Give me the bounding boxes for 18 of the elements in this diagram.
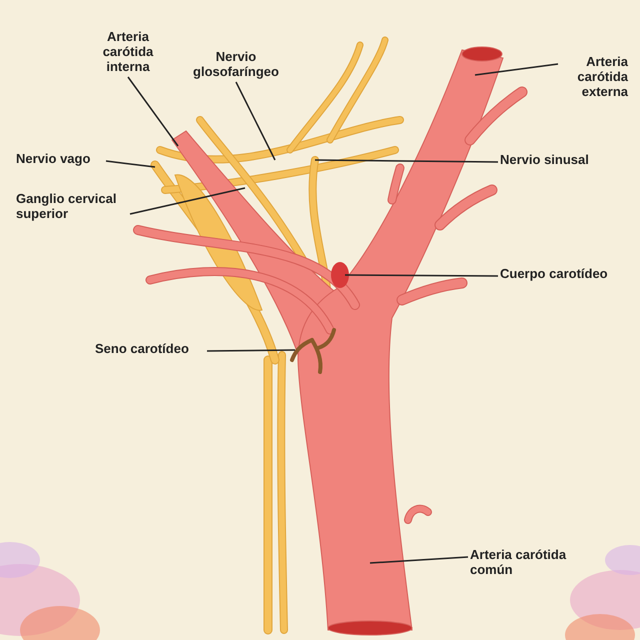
anatomy-label: Cuerpo carotídeo <box>500 267 620 282</box>
leader-line <box>474 63 558 76</box>
leader-line <box>207 349 295 352</box>
anatomy-label: Arteria carótida común <box>470 548 595 578</box>
leader-line <box>370 556 468 564</box>
anatomy-label: Ganglio cervical superior <box>16 192 128 222</box>
anatomy-label: Seno carotídeo <box>95 342 205 357</box>
anatomy-label: Nervio vago <box>16 152 104 167</box>
anatomy-label: Nervio glosofaríngeo <box>180 50 292 80</box>
leader-line <box>127 76 179 146</box>
leader-line <box>235 82 276 160</box>
anatomy-label: Nervio sinusal <box>500 153 610 168</box>
leader-line <box>130 187 246 215</box>
leader-line <box>106 160 156 168</box>
leader-line <box>315 159 498 163</box>
anatomy-label: Arteria carótida externa <box>560 55 628 100</box>
anatomy-label: Arteria carótida interna <box>87 30 169 75</box>
leader-line <box>345 274 498 277</box>
